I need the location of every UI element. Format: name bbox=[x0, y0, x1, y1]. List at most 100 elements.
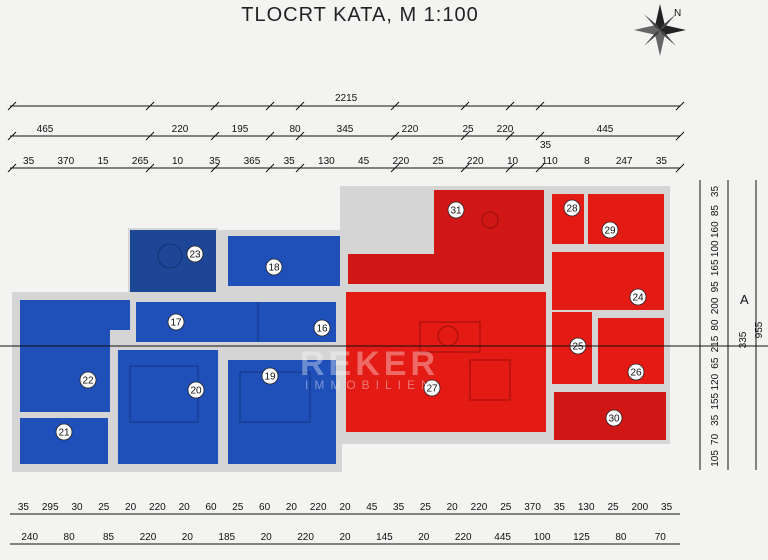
room-number-badge bbox=[167, 313, 185, 331]
top-dim-row2-value: 35 bbox=[656, 156, 668, 167]
bottom-dim-row1-value: 35 bbox=[661, 502, 673, 513]
room-number-badge bbox=[629, 288, 647, 306]
room-number-badge bbox=[55, 423, 73, 441]
bottom-dim-row2-value: 240 bbox=[21, 532, 38, 543]
room-number-label: 16 bbox=[316, 324, 328, 335]
dimension-tick bbox=[295, 131, 305, 141]
top-dim-row1-value: 445 bbox=[597, 124, 614, 135]
room-number-label: 17 bbox=[170, 318, 182, 329]
top-extra-dimension: 35 bbox=[540, 140, 552, 151]
section-marker-a: A bbox=[740, 292, 749, 307]
bottom-dim-row2-value: 80 bbox=[64, 532, 76, 543]
room-number-label: 26 bbox=[630, 368, 642, 379]
dimension-tick bbox=[675, 131, 685, 141]
bottom-dim-row2-value: 70 bbox=[655, 532, 667, 543]
bottom-dim-row1-value: 35 bbox=[393, 502, 405, 513]
room-number-badge bbox=[186, 245, 204, 263]
dimension-tick bbox=[7, 101, 17, 111]
right-dim-inner-value: 105 bbox=[710, 450, 721, 467]
plan-title: TLOCRT KATA, M 1:100 bbox=[241, 4, 479, 26]
bottom-dim-row2-value: 220 bbox=[455, 532, 472, 543]
bottom-dimensions bbox=[10, 513, 680, 545]
top-dim-row1-value: 220 bbox=[172, 124, 189, 135]
top-total-dimension: 2215 bbox=[335, 93, 358, 104]
top-dim-row2-value: 370 bbox=[57, 156, 74, 167]
dimension-tick bbox=[390, 131, 400, 141]
dimension-tick bbox=[675, 101, 685, 111]
room-23 bbox=[130, 230, 216, 292]
room-number-label: 31 bbox=[450, 206, 462, 217]
bottom-dim-row1-value: 370 bbox=[524, 502, 541, 513]
bottom-dim-row1-value: 25 bbox=[607, 502, 619, 513]
room-number-label: 23 bbox=[189, 250, 201, 261]
right-dim-outer-value: 955 bbox=[754, 321, 765, 338]
room-17 bbox=[136, 302, 336, 342]
top-dim-row2-value: 35 bbox=[209, 156, 221, 167]
dimension-tick bbox=[460, 163, 470, 173]
top-dim-row2-value: 130 bbox=[318, 156, 335, 167]
bottom-dim-row1-value: 220 bbox=[471, 502, 488, 513]
room-number-badge bbox=[423, 379, 441, 397]
room-number-badge bbox=[447, 201, 465, 219]
room-number-label: 21 bbox=[58, 428, 70, 439]
bottom-dim-row1-value: 220 bbox=[310, 502, 327, 513]
right-dim-inner-value: 200 bbox=[710, 297, 721, 314]
compass-icon bbox=[634, 4, 686, 56]
bottom-dim-row1-value: 20 bbox=[447, 502, 459, 513]
top-dim-row2-value: 45 bbox=[358, 156, 370, 167]
dimension-tick bbox=[210, 131, 220, 141]
bottom-dim-row1-value: 35 bbox=[18, 502, 30, 513]
bottom-dim-row1-value: 30 bbox=[71, 502, 83, 513]
dimension-tick bbox=[535, 131, 545, 141]
compass-north-label: N bbox=[674, 8, 681, 19]
room-number-label: 30 bbox=[608, 414, 620, 425]
room-number-label: 19 bbox=[264, 372, 276, 383]
dimension-tick bbox=[460, 131, 470, 141]
room-18 bbox=[228, 236, 340, 286]
room-number-badge bbox=[601, 221, 619, 239]
dimension-tick bbox=[145, 131, 155, 141]
room-number-badge bbox=[605, 409, 623, 427]
dimension-tick bbox=[295, 101, 305, 111]
dimension-tick bbox=[210, 163, 220, 173]
dimension-tick bbox=[460, 101, 470, 111]
top-dim-row1-value: 345 bbox=[337, 124, 354, 135]
dimension-tick bbox=[210, 101, 220, 111]
bottom-dim-row1-value: 20 bbox=[286, 502, 298, 513]
room-number-label: 18 bbox=[268, 263, 280, 274]
dimension-tick bbox=[390, 163, 400, 173]
right-dim-outer-value: 335 bbox=[738, 331, 749, 348]
dimension-tick bbox=[505, 163, 515, 173]
room-19 bbox=[228, 360, 336, 464]
top-dim-row2-value: 10 bbox=[172, 156, 184, 167]
bottom-dim-row1-value: 25 bbox=[420, 502, 432, 513]
top-dim-row1-value: 25 bbox=[462, 124, 474, 135]
right-dim-inner-value: 165 bbox=[710, 259, 721, 276]
bottom-dim-row2-value: 20 bbox=[182, 532, 194, 543]
bottom-dim-row1-value: 220 bbox=[149, 502, 166, 513]
bottom-dim-row1-value: 25 bbox=[232, 502, 244, 513]
right-dimensions bbox=[699, 180, 757, 470]
top-dim-row2-value: 35 bbox=[23, 156, 35, 167]
dimension-tick bbox=[675, 163, 685, 173]
dimension-tick bbox=[505, 131, 515, 141]
room-number-label: 28 bbox=[566, 204, 578, 215]
right-dim-inner-value: 160 bbox=[710, 221, 721, 238]
dimension-tick bbox=[505, 101, 515, 111]
right-dim-inner-value: 155 bbox=[710, 392, 721, 409]
room-number-badge bbox=[187, 381, 205, 399]
blue-apartment-block bbox=[12, 228, 346, 472]
top-dim-row1-value: 80 bbox=[289, 124, 301, 135]
top-dim-row1-value: 465 bbox=[37, 124, 54, 135]
dimension-tick bbox=[265, 131, 275, 141]
bottom-dim-row1-value: 200 bbox=[631, 502, 648, 513]
bottom-dim-row1-value: 60 bbox=[259, 502, 271, 513]
right-dim-inner-value: 100 bbox=[710, 240, 721, 257]
room-27 bbox=[346, 292, 546, 432]
top-dim-row2-value: 220 bbox=[467, 156, 484, 167]
top-dim-row2-value: 10 bbox=[507, 156, 519, 167]
room-number-label: 25 bbox=[572, 342, 584, 353]
room-29 bbox=[588, 194, 664, 244]
dimension-tick bbox=[145, 163, 155, 173]
